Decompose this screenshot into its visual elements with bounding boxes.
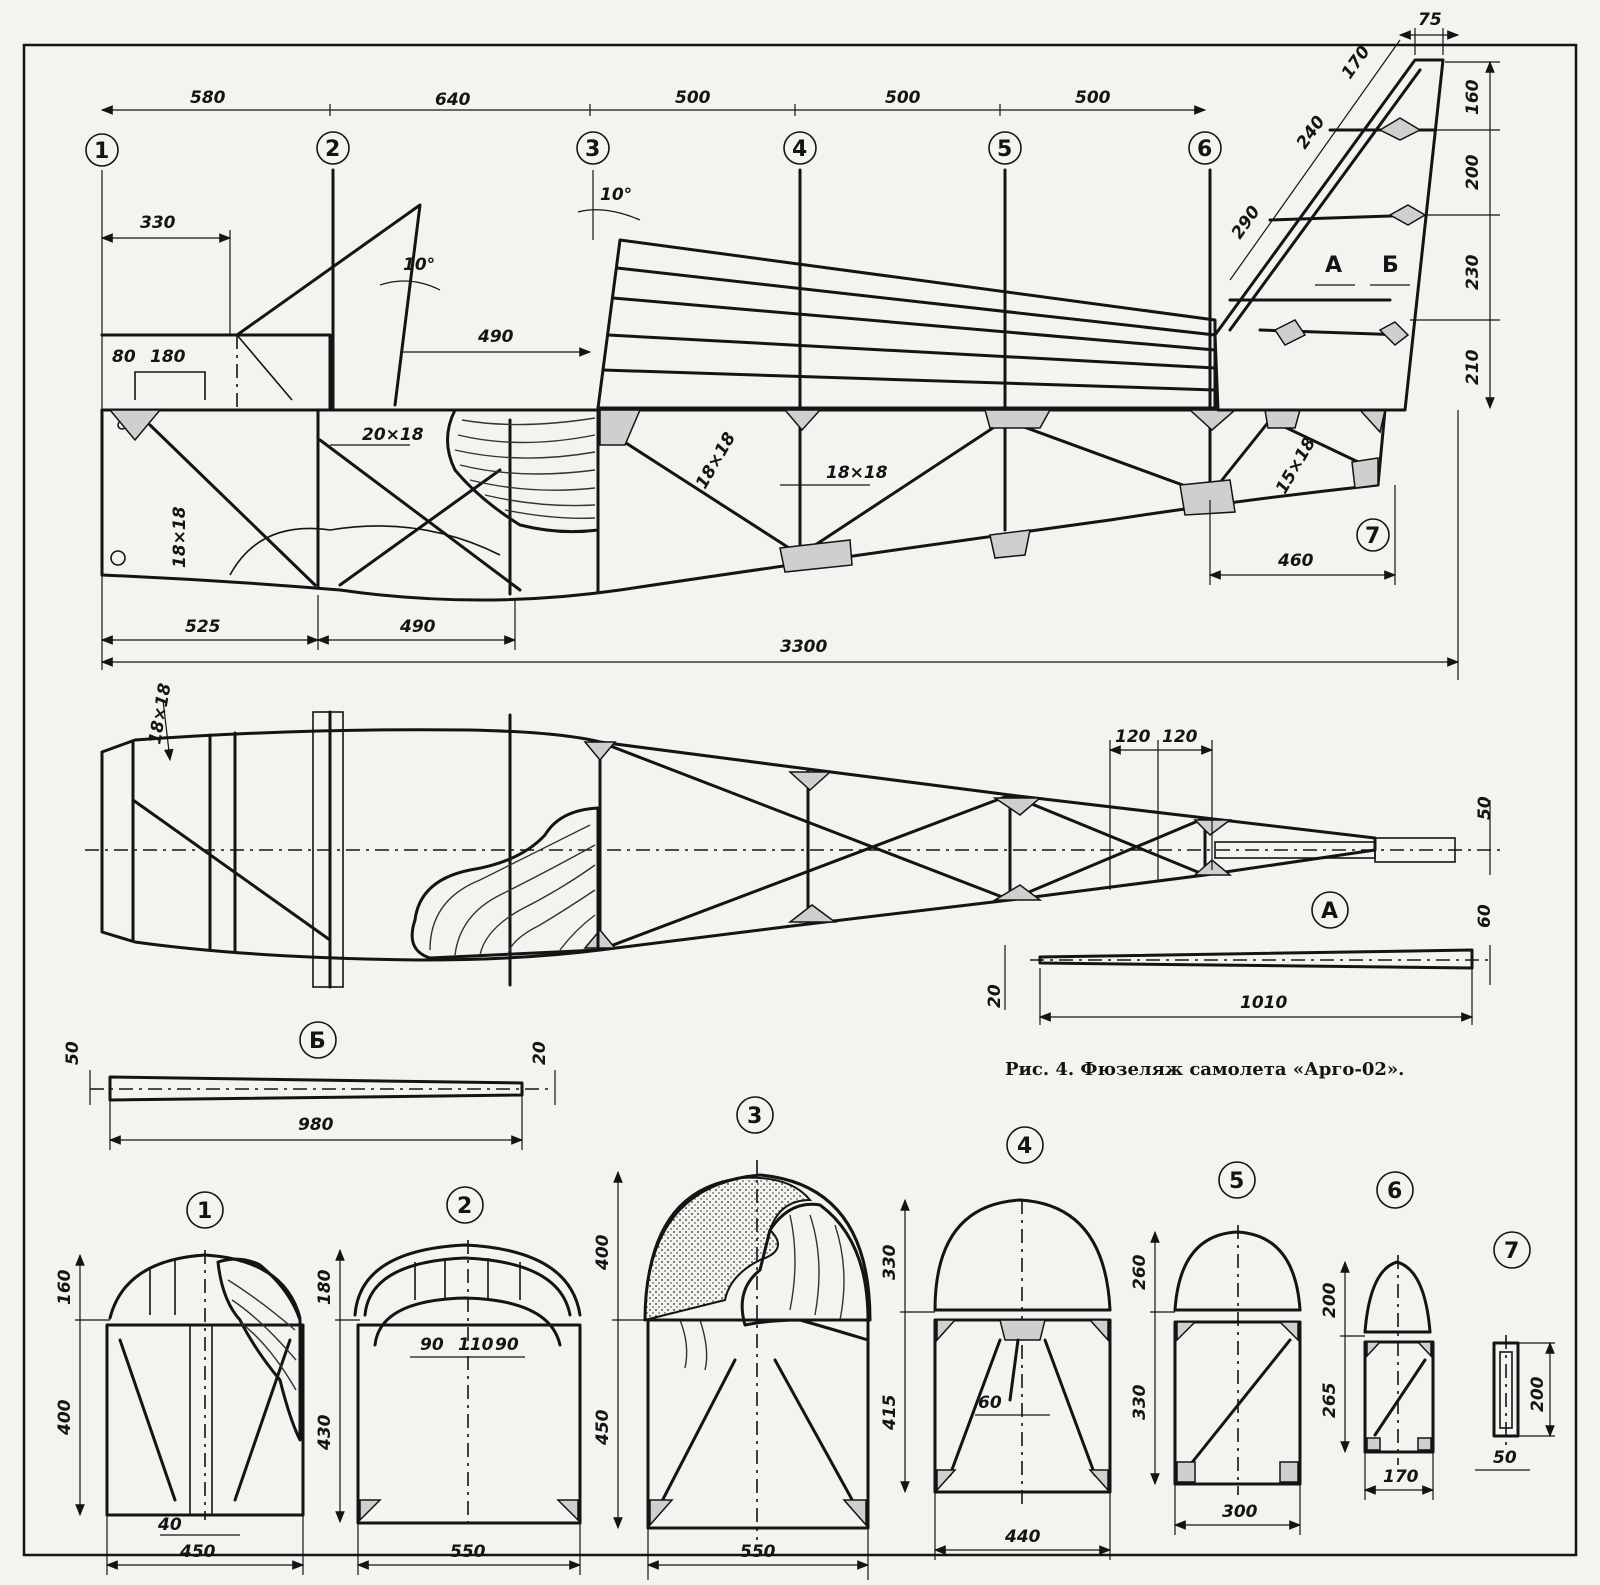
section-3-top: 400: [593, 1234, 613, 1271]
dim-80: 80: [112, 347, 136, 367]
dim-500-a: 500: [675, 88, 711, 108]
section-5-marker: 5: [1229, 1169, 1244, 1194]
marker-2: 2: [325, 137, 340, 162]
plywood-skin-top: [410, 806, 600, 960]
marker-3: 3: [585, 137, 600, 162]
section-1-marker: 1: [197, 1199, 212, 1224]
section-6-width: 170: [1383, 1467, 1419, 1487]
frame-markers-side: 1 2 3 4 5 6 7: [85, 131, 1390, 552]
dim-460: 460: [1277, 551, 1314, 571]
plywood-skin-side: [446, 408, 600, 534]
member-18x18-side-3: 18×18: [826, 463, 888, 483]
fin-letter-b: Б: [1382, 253, 1399, 278]
section-4: 4 60 330 415 440: [880, 1126, 1112, 1560]
vertical-fin: А Б: [1213, 58, 1445, 412]
member-20x18: 20×18: [362, 425, 424, 445]
detail-b-dim-50: 50: [63, 1041, 83, 1065]
section-5-width: 300: [1222, 1502, 1258, 1522]
member-18x18-side-1: 18×18: [170, 506, 190, 568]
marker-1: 1: [94, 139, 109, 164]
dim-120-a: 120: [1115, 727, 1151, 747]
detail-b-dim-20: 20: [530, 1041, 550, 1065]
section-1-width: 450: [179, 1542, 216, 1562]
fin-h-160: 160: [1463, 79, 1483, 115]
section-4-width: 440: [1004, 1527, 1041, 1547]
fin-h-230: 230: [1463, 254, 1483, 290]
section-3: 3 400 450 550: [593, 1096, 872, 1580]
dim-120-b: 120: [1162, 727, 1198, 747]
section-4-top: 330: [880, 1244, 900, 1280]
fin-dim-75: 75: [1418, 10, 1442, 30]
section-3-bottom: 450: [593, 1409, 613, 1446]
marker-4: 4: [792, 137, 807, 162]
dim-580: 580: [190, 88, 226, 108]
fin-h-200: 200: [1463, 154, 1483, 190]
section-2-top: 180: [315, 1269, 335, 1305]
dim-640: 640: [435, 90, 471, 110]
dim-20: 20: [985, 984, 1005, 1008]
dim-330: 330: [140, 213, 176, 233]
detail-a-marker: А: [1321, 899, 1338, 924]
section-1: 1 160 400 450 40: [55, 1191, 305, 1575]
section-2-w90a: 90: [420, 1335, 444, 1355]
section-1-inner: 40: [157, 1515, 182, 1535]
fin-letter-a: А: [1325, 253, 1342, 278]
section-2-bottom: 430: [315, 1414, 335, 1451]
section-6-marker: 6: [1387, 1179, 1402, 1204]
fin-dim-290: 290: [1228, 202, 1265, 243]
detail-b-marker: Б: [309, 1029, 326, 1054]
section-1-top: 160: [55, 1269, 75, 1305]
detail-b-dim-980: 980: [298, 1115, 334, 1135]
section-7: 7 200 50: [1475, 1231, 1555, 1471]
dim-500-b: 500: [885, 88, 921, 108]
section-7-marker: 7: [1504, 1239, 1519, 1264]
section-2-w90b: 90: [495, 1335, 519, 1355]
section-4-inner: 60: [978, 1393, 1002, 1413]
top-view: 18×18 120 120 50 А 60 20 1010: [85, 682, 1500, 1025]
side-view: 580 640 500 500 500 1 2 3 4 5 6 7 330 80…: [85, 10, 1500, 680]
section-6-top: 200: [1320, 1282, 1340, 1318]
figure-caption: Рис. 4. Фюзеляж самолета «Арго-02».: [1005, 1059, 1404, 1080]
section-2-width: 550: [450, 1542, 486, 1562]
dim-3300: 3300: [780, 637, 827, 657]
sheet-border: [22, 43, 1578, 1557]
section-2-marker: 2: [457, 1194, 472, 1219]
member-18x18-side-2: 18×18: [692, 429, 740, 492]
dim-50-top: 50: [1475, 796, 1495, 820]
marker-6: 6: [1197, 137, 1212, 162]
dim-490-top: 490: [477, 327, 514, 347]
dim-1010: 1010: [1240, 993, 1287, 1013]
dim-180: 180: [150, 347, 186, 367]
section-6: 6 200 265 170: [1320, 1171, 1435, 1500]
section-4-marker: 4: [1017, 1134, 1032, 1159]
angle-10-a: 10°: [403, 255, 435, 275]
fin-dim-170: 170: [1338, 42, 1375, 83]
fin-h-210: 210: [1463, 349, 1483, 385]
member-15x18: 15×18: [1272, 434, 1320, 497]
dim-525: 525: [185, 617, 221, 637]
section-1-bottom: 400: [55, 1399, 75, 1436]
marker-5: 5: [997, 137, 1012, 162]
section-2-w110: 110: [458, 1335, 494, 1355]
detail-b: Б 50 20 980: [63, 1021, 556, 1150]
section-4-bottom: 415: [880, 1395, 900, 1432]
section-2: 2 90 110 90 180 430 550: [315, 1186, 582, 1575]
marker-7: 7: [1365, 524, 1380, 549]
section-6-bottom: 265: [1320, 1383, 1340, 1419]
section-3-width: 550: [740, 1542, 776, 1562]
section-5: 5 260 330 300: [1130, 1161, 1302, 1535]
section-7-width: 50: [1493, 1448, 1517, 1468]
dim-60: 60: [1475, 904, 1495, 928]
section-7-height: 200: [1528, 1376, 1548, 1412]
dim-490-bottom: 490: [399, 617, 436, 637]
section-5-top: 260: [1130, 1254, 1150, 1290]
angle-10-b: 10°: [600, 185, 632, 205]
section-3-marker: 3: [747, 1104, 762, 1129]
dim-500-c: 500: [1075, 88, 1111, 108]
section-5-bottom: 330: [1130, 1384, 1150, 1420]
